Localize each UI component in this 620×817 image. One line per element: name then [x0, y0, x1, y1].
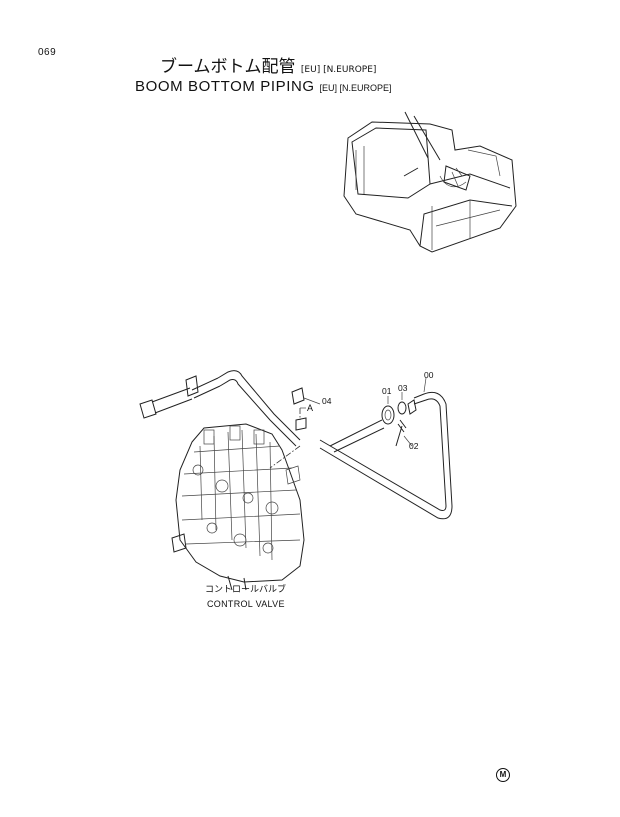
title-en-tags: [EU] [N.EUROPE]: [319, 83, 392, 93]
title-jp-text: ブームボトム配管: [160, 57, 296, 77]
callout-00: 00: [424, 370, 434, 380]
control-valve-icon: [171, 423, 305, 591]
page-title-japanese: ブームボトム配管 [EU] [N.EUROPE]: [160, 59, 376, 76]
callout-01: 01: [382, 386, 392, 396]
control-valve-label-jp: コントロールバルブ: [205, 585, 287, 595]
excavator-overview-icon: [343, 111, 517, 253]
callout-02: 02: [409, 441, 419, 451]
callout-a: A: [307, 403, 314, 413]
title-jp-tags: [EU] [N.EUROPE]: [300, 65, 377, 75]
title-en-text: BOOM BOTTOM PIPING: [135, 78, 315, 95]
pipe-assembly-icon: [139, 370, 453, 520]
m-circle-mark-icon: M: [496, 768, 510, 782]
control-valve-label-en: CONTROL VALVE: [207, 599, 285, 609]
callout-04: 04: [322, 396, 332, 406]
callout-03: 03: [398, 383, 408, 393]
page-title-english: BOOM BOTTOM PIPING [EU] [N.EUROPE]: [135, 79, 392, 94]
page-number: 069: [38, 47, 57, 58]
